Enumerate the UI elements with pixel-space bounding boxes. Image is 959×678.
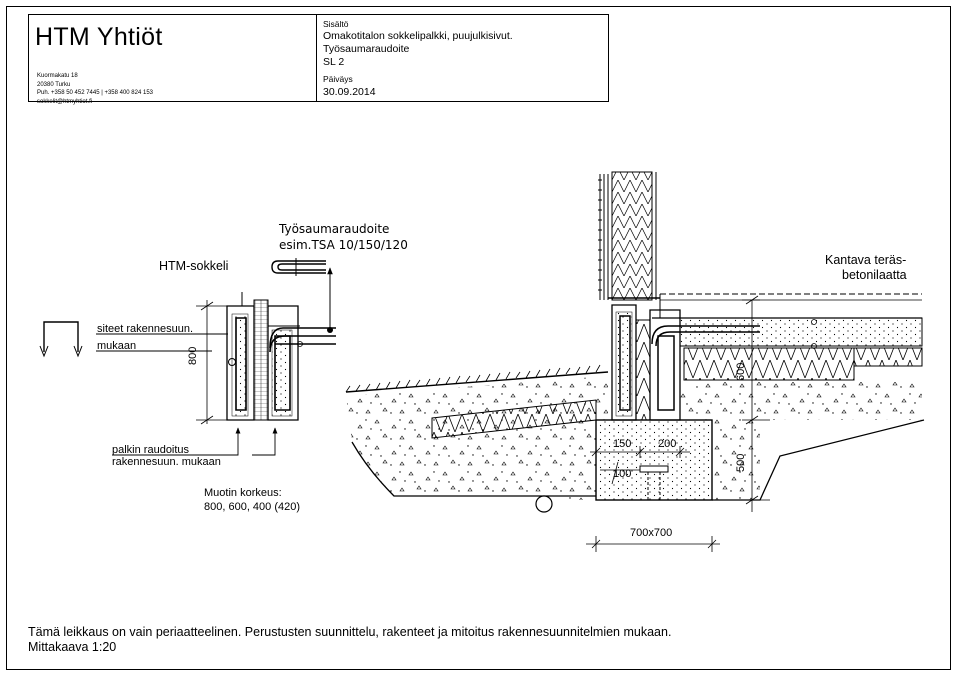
dimension-200: 200 [658, 438, 677, 450]
dimension-800: 800 [187, 346, 199, 365]
content-label: Sisältö [323, 19, 349, 29]
company-address: Kuormakatu 18 20380 Turku Puh. +358 50 4… [37, 72, 153, 106]
title-block: HTM Yhtiöt Kuormakatu 18 20380 Turku Puh… [28, 14, 609, 105]
address-line: 20380 Turku [37, 81, 71, 88]
address-line: Puh. +358 50 452 7445 | +358 400 824 153 [37, 90, 153, 96]
tsa-example-label: esim.TSA 10/150/120 [279, 238, 408, 252]
height-800-dimension [196, 300, 232, 425]
date-value: 30.09.2014 [323, 86, 376, 98]
muotin-label-1: Muotin korkeus: [204, 487, 282, 499]
kantava-label-1: Kantava teräs- [825, 253, 907, 267]
palkin-label-1: palkin raudoitus [112, 444, 190, 456]
footing [595, 419, 713, 501]
content-line: SL 2 [323, 56, 345, 68]
ground-surface [345, 364, 609, 393]
dimension-150: 150 [613, 438, 632, 450]
htm-sokkeli-detail [226, 292, 336, 421]
leader-lines [96, 333, 278, 456]
content-line: Työsaumaraudoite [323, 43, 410, 55]
footer-line-2: Mittakaava 1:20 [28, 640, 117, 654]
htm-sokkeli-label: HTM-sokkeli [159, 259, 229, 273]
address-line: sokkelit@htmyhtiot.fi [37, 98, 93, 105]
drawing-sheet-border [6, 6, 951, 670]
company-name: HTM Yhtiöt [35, 23, 163, 51]
dimension-600: 600 [735, 362, 747, 381]
dimension-500: 500 [735, 453, 747, 472]
dimension-lines [586, 295, 770, 552]
content-line: Omakotitalon sokkelipalkki, puujulkisivu… [323, 30, 513, 42]
tsa-symbol [271, 258, 326, 276]
kantava-label-2: betonilaatta [842, 268, 907, 282]
muotin-label-2: 800, 600, 400 (420) [204, 501, 301, 513]
address-line: Kuormakatu 18 [37, 73, 78, 79]
date-label: Päiväys [323, 74, 353, 84]
dimension-700x700: 700x700 [630, 527, 673, 539]
gravel-fill [346, 376, 925, 513]
dimension-100: 100 [613, 468, 632, 480]
stirrup-symbol [39, 321, 83, 358]
company-block: HTM Yhtiöt Kuormakatu 18 20380 Turku Puh… [29, 15, 317, 105]
wall-section [598, 171, 660, 301]
content-block: Sisältö Omakotitalon sokkelipalkki, puuj… [317, 15, 608, 101]
footer-note: Tämä leikkaus on vain periaatteelinen. P… [28, 625, 671, 655]
siteet-label-1: siteet rakennesuun. [97, 323, 194, 335]
concrete-slab [660, 293, 923, 381]
siteet-label-2: mukaan [97, 340, 137, 352]
footer-line-1: Tämä leikkaus on vain periaatteelinen. P… [28, 625, 672, 639]
tsa-title-label: Työsaumaraudoite [279, 222, 390, 236]
palkin-label-2: rakennesuun. mukaan [112, 456, 221, 468]
